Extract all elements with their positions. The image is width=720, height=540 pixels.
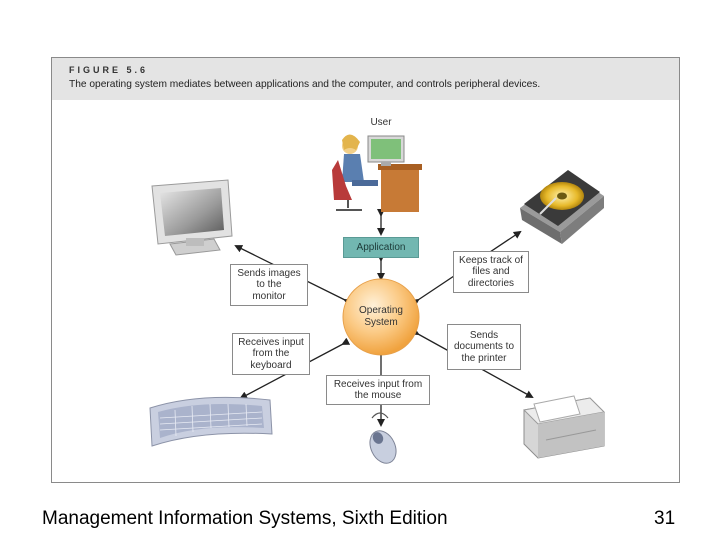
printer-box: Sends documents to the printer [447,324,521,370]
hard-drive-icon [520,170,604,244]
operating-system-label: Operating System [359,305,403,328]
keyboard-icon [149,396,273,447]
figure-caption: The operating system mediates between ap… [69,79,541,90]
user-label: User [370,117,392,128]
mouse-icon [369,412,397,464]
page-number: 31 [654,508,676,529]
monitor-icon [151,179,233,256]
keyboard-box: Receives input from the keyboard [232,333,310,375]
files-box: Keeps track of files and directories [453,251,529,293]
monitor-box: Sends images to the monitor [230,264,308,306]
printer-icon [522,395,606,459]
user-at-computer-icon [332,134,422,212]
operating-system-circle [342,278,420,356]
mouse-box: Receives input from the mouse [326,375,430,405]
figure-caption-bar: FIGURE 5.6 The operating system mediates… [52,58,679,100]
footer-title: Management Information Systems, Sixth Ed… [42,508,448,529]
application-box: Application [343,237,419,258]
figure-label: FIGURE 5.6 [69,65,149,75]
